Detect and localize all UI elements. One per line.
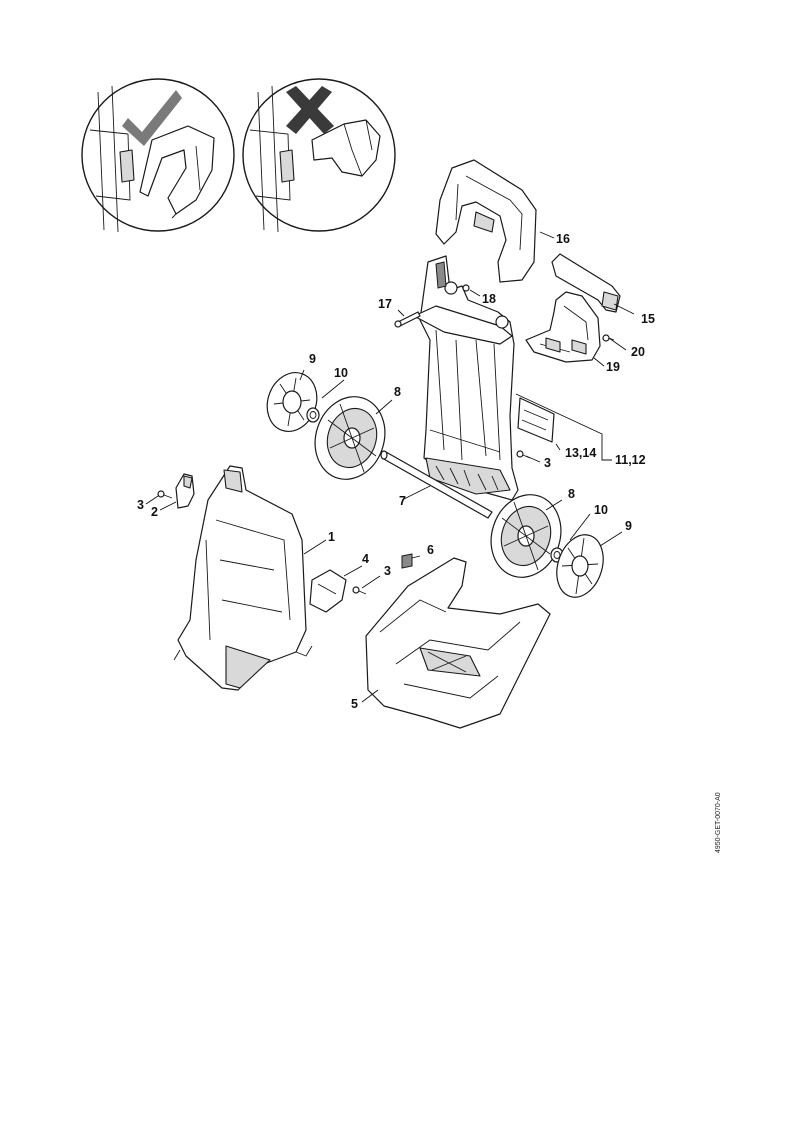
callout-3-frame: 3 xyxy=(544,456,551,470)
part-3-screw-cover xyxy=(352,586,367,595)
part-19-cord-hook xyxy=(525,291,601,363)
part-8-wheel-left xyxy=(314,396,386,480)
part-9-hubcap-right xyxy=(556,534,604,598)
callout-13-14: 13,14 xyxy=(565,446,596,460)
document-id-text: 4950-GET-0070-A0 xyxy=(715,792,722,853)
part-10-washer-left xyxy=(306,407,320,423)
part-2-lever xyxy=(175,473,195,509)
checkmark-icon xyxy=(122,90,182,146)
callout-10-left: 10 xyxy=(334,366,348,380)
part-18-screw xyxy=(462,284,470,292)
callout-3-cover: 3 xyxy=(384,564,391,578)
part-1-housing xyxy=(173,465,313,691)
inset-correct-mounting xyxy=(81,78,235,233)
callout-1: 1 xyxy=(328,530,335,544)
callout-6: 6 xyxy=(427,543,434,557)
callout-8-right: 8 xyxy=(568,487,575,501)
callout-5: 5 xyxy=(351,697,358,711)
callout-2: 2 xyxy=(151,505,158,519)
inset-incorrect-mounting xyxy=(242,78,396,233)
callout-15: 15 xyxy=(641,312,655,326)
callout-labels: 16 15 20 19 18 17 9 10 8 13,14 11,12 3 7… xyxy=(137,232,655,711)
callout-8-left: 8 xyxy=(394,385,401,399)
callout-16: 16 xyxy=(556,232,570,246)
callout-10-right: 10 xyxy=(594,503,608,517)
part-16-handle xyxy=(435,159,537,283)
callout-4: 4 xyxy=(362,552,369,566)
part-15-hose-holder xyxy=(551,253,621,313)
part-5-base xyxy=(365,557,551,729)
part-8-wheel-right xyxy=(490,494,562,578)
callout-9-left: 9 xyxy=(309,352,316,366)
part-9-hubcap-left xyxy=(266,372,318,432)
part-17-bolt xyxy=(394,311,421,328)
part-3-screw-lever xyxy=(157,490,173,499)
document-id: 4950-GET-0070-A0 xyxy=(706,792,722,855)
part-6-clip xyxy=(401,553,413,569)
callout-20: 20 xyxy=(631,345,645,359)
cross-icon xyxy=(286,86,334,134)
part-11-12-labels xyxy=(517,397,555,443)
callout-3-lever: 3 xyxy=(137,498,144,512)
part-4-cover xyxy=(309,569,347,613)
leader-lines xyxy=(145,231,635,703)
callout-19: 19 xyxy=(606,360,620,374)
frame-upper-chassis xyxy=(413,255,519,501)
callout-9-right: 9 xyxy=(625,519,632,533)
callout-11-12: 11,12 xyxy=(615,453,646,467)
callout-7: 7 xyxy=(399,494,406,508)
callout-17: 17 xyxy=(378,297,392,311)
callout-18: 18 xyxy=(482,292,496,306)
part-7-axle xyxy=(380,450,493,519)
